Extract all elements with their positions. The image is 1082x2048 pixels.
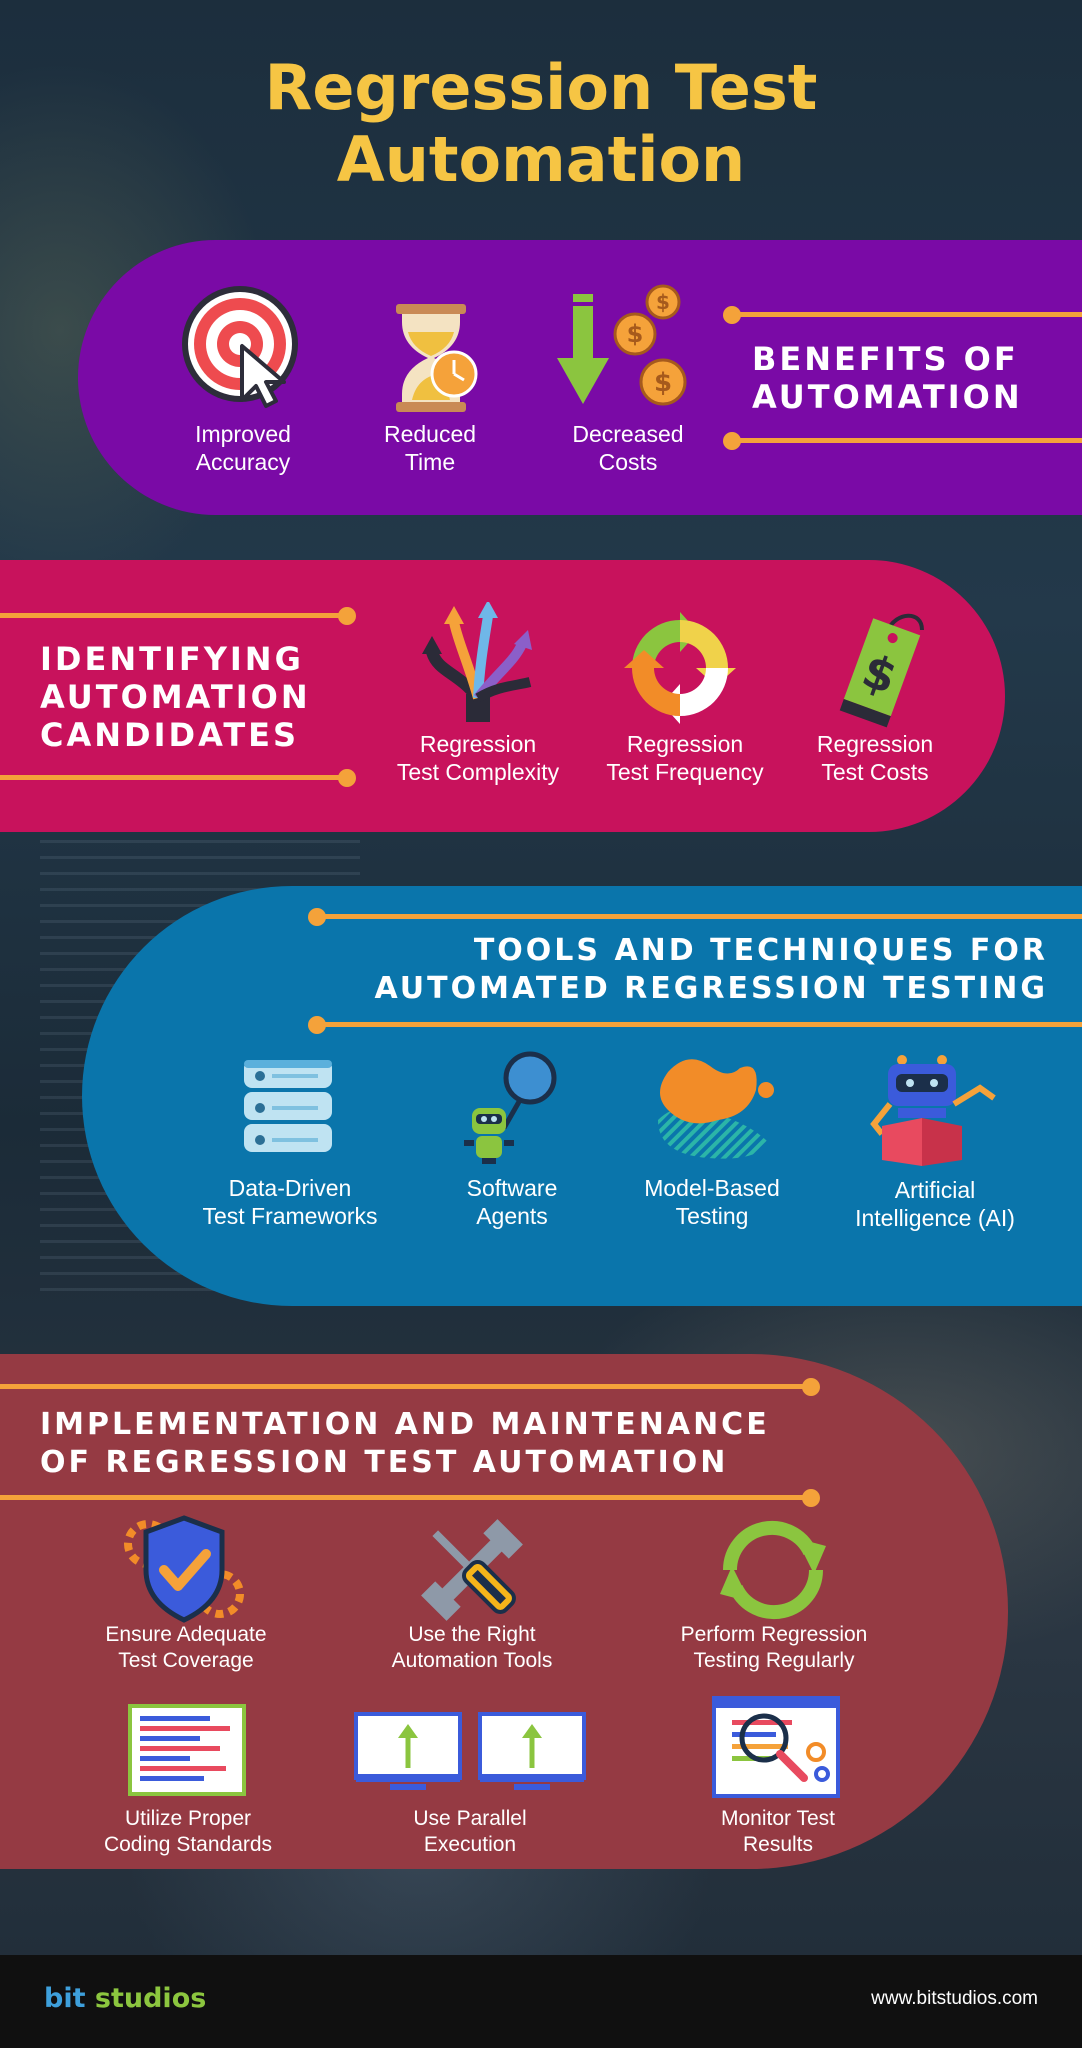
refresh-icon (720, 1520, 826, 1620)
tools-line-top (316, 914, 1082, 919)
benefit-label-costs: Decreased Costs (572, 421, 684, 475)
candidate-label-complexity: Regression Test Complexity (396, 731, 560, 785)
tools-heading: TOOLS AND TECHNIQUES FOR AUTOMATED REGRE… (374, 933, 1048, 1006)
branching-arrows-icon (422, 602, 532, 722)
benefits-heading: BENEFITS OF AUTOMATION (752, 340, 1023, 416)
svg-text:$: $ (656, 290, 670, 314)
implementation-heading: IMPLEMENTATION AND MAINTENANCE OF REGRES… (40, 1407, 770, 1480)
candidate-label-frequency: Regression Test Frequency (606, 731, 764, 785)
candidates-line-bottom (0, 775, 345, 780)
cycle-arrows-icon (624, 612, 736, 724)
candidates-line-top (0, 613, 345, 618)
implementation-line-bottom (0, 1495, 810, 1500)
robot-reading-icon (870, 1055, 996, 1166)
price-tag-icon: $ (839, 613, 924, 728)
shield-check-icon (124, 1515, 244, 1623)
tool-label-software-agents: Software Agents (466, 1175, 558, 1229)
candidate-label-costs: Regression Test Costs (816, 731, 934, 785)
svg-text:$: $ (627, 320, 644, 348)
logo-studios: studios (94, 1983, 207, 2014)
website-url: www.bitstudios.com (871, 1988, 1038, 2009)
blob-shapes-icon (658, 1059, 774, 1159)
target-icon (182, 286, 298, 408)
code-document-icon (128, 1704, 246, 1796)
dual-monitor-icon (354, 1712, 586, 1790)
hourglass-icon (396, 304, 478, 412)
candidates-heading: IDENTIFYING AUTOMATION CANDIDATES (40, 640, 311, 754)
candidates-line-dot-top (338, 607, 356, 625)
tool-label-model-based: Model-Based Testing (644, 1175, 780, 1229)
implementation-line-dot-bottom (802, 1489, 820, 1507)
logo-bit: bit (44, 1983, 86, 2014)
tool-label-data-driven: Data-Driven Test Frameworks (202, 1175, 378, 1229)
footer: bit studios www.bitstudios.com (0, 1955, 1082, 2048)
coins-icon: $ $ $ (557, 284, 687, 406)
impl-label-monitor: Monitor Test Results (721, 1807, 835, 1856)
benefits-line-top (732, 312, 1082, 317)
robot-magnifier-icon (464, 1051, 557, 1164)
wrench-screwdriver-icon (421, 1519, 523, 1621)
benefit-label-time: Reduced Time (383, 421, 477, 475)
impl-label-tools: Use the Right Automation Tools (391, 1623, 553, 1672)
impl-label-coverage: Ensure Adequate Test Coverage (105, 1623, 267, 1672)
impl-label-coding: Utilize Proper Coding Standards (103, 1807, 273, 1856)
benefit-label-accuracy: Improved Accuracy (195, 421, 291, 475)
candidates-section (0, 560, 1005, 832)
benefits-line-bottom (732, 438, 1082, 443)
impl-label-regularly: Perform Regression Testing Regularly (680, 1623, 868, 1672)
bitstudios-logo: bit studios (44, 1983, 206, 2014)
candidates-line-dot-bottom (338, 769, 356, 787)
implementation-line-dot-top (802, 1378, 820, 1396)
page-title: Regression Test Automation (264, 51, 818, 196)
impl-label-parallel: Use Parallel Execution (413, 1807, 527, 1856)
monitor-search-icon (712, 1696, 840, 1798)
database-icon (244, 1060, 332, 1152)
tool-label-ai: Artificial Intelligence (AI) (855, 1177, 1015, 1231)
implementation-line-top (0, 1384, 810, 1389)
tools-line-bottom (316, 1022, 1082, 1027)
svg-text:$: $ (654, 368, 672, 398)
